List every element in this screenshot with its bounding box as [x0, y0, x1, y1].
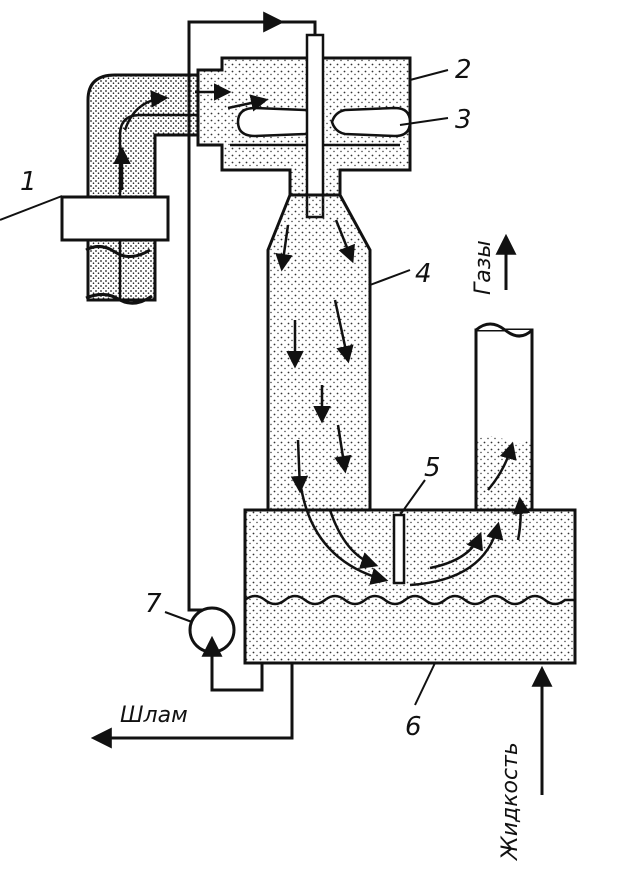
baffle-plate	[392, 513, 406, 585]
inlet-break-line	[85, 245, 151, 258]
leader-7	[164, 611, 193, 623]
outlet-rise-arrow	[487, 441, 517, 491]
separator-tank	[243, 508, 577, 665]
gases-label: Газы	[471, 240, 496, 295]
liquid-label: Жидкость	[498, 742, 523, 862]
label-1: 1	[20, 167, 37, 197]
inlet-duct-inner-wall	[118, 113, 198, 300]
column-arrow-1	[275, 224, 293, 272]
outlet-pipe-spray	[476, 436, 532, 510]
tank-turn-arrow-1	[298, 479, 389, 585]
tank-junction-left	[270, 505, 368, 515]
venturi-column	[266, 193, 372, 512]
inlet-bottom-break	[85, 293, 153, 305]
tank-turn-arrow-3	[409, 521, 504, 587]
label-5: 5	[424, 453, 441, 483]
column-arrow-6	[334, 424, 352, 474]
inlet-curve-arrow	[123, 90, 169, 131]
leader-5	[399, 479, 426, 516]
head-flow-arrow-2	[227, 94, 269, 112]
central-liquid-pipe	[305, 33, 325, 219]
leader-6	[414, 662, 436, 706]
gas-inlet-duct	[86, 73, 200, 302]
outlet-rise-arrow-2	[512, 496, 531, 541]
sludge-label: Шлам	[120, 703, 188, 728]
label-2: 2	[455, 55, 472, 85]
sludge-outlet-line	[90, 663, 294, 749]
leader-1	[0, 195, 63, 221]
leader-2	[409, 69, 449, 81]
leader-4	[369, 269, 411, 286]
outlet-pipe-top	[475, 322, 534, 338]
label-4: 4	[415, 259, 432, 289]
label-7: 7	[145, 589, 162, 619]
label-6: 6	[405, 712, 422, 742]
label-3: 3	[455, 105, 472, 135]
pump-suction-line	[210, 652, 264, 692]
atomizer-disc-right	[330, 106, 412, 138]
tank-turn-arrow-4	[429, 531, 483, 570]
inlet-damper-box	[60, 195, 170, 242]
leader-3	[399, 117, 449, 126]
recirculation-to-head	[300, 20, 317, 35]
column-arrow-2	[334, 219, 355, 264]
tank-turn-arrow-2	[328, 509, 379, 569]
liquid-level	[244, 594, 575, 606]
column-arrow-5	[333, 299, 354, 364]
tank-junction-right	[478, 505, 530, 515]
